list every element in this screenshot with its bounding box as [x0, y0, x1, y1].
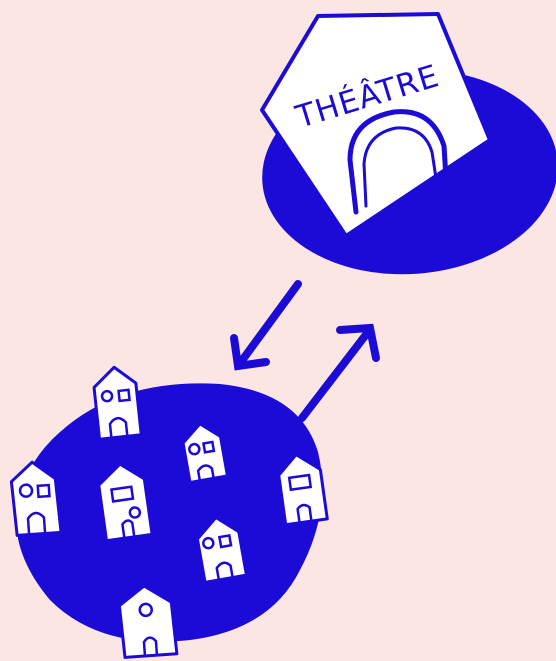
arrow-up-right-icon: [302, 328, 376, 418]
house-icon: [92, 365, 141, 439]
houses-cluster-icon: [10, 365, 327, 657]
arrow-down-left-icon: [234, 284, 298, 366]
theatre-group: THÉÂTRE: [255, 14, 556, 284]
